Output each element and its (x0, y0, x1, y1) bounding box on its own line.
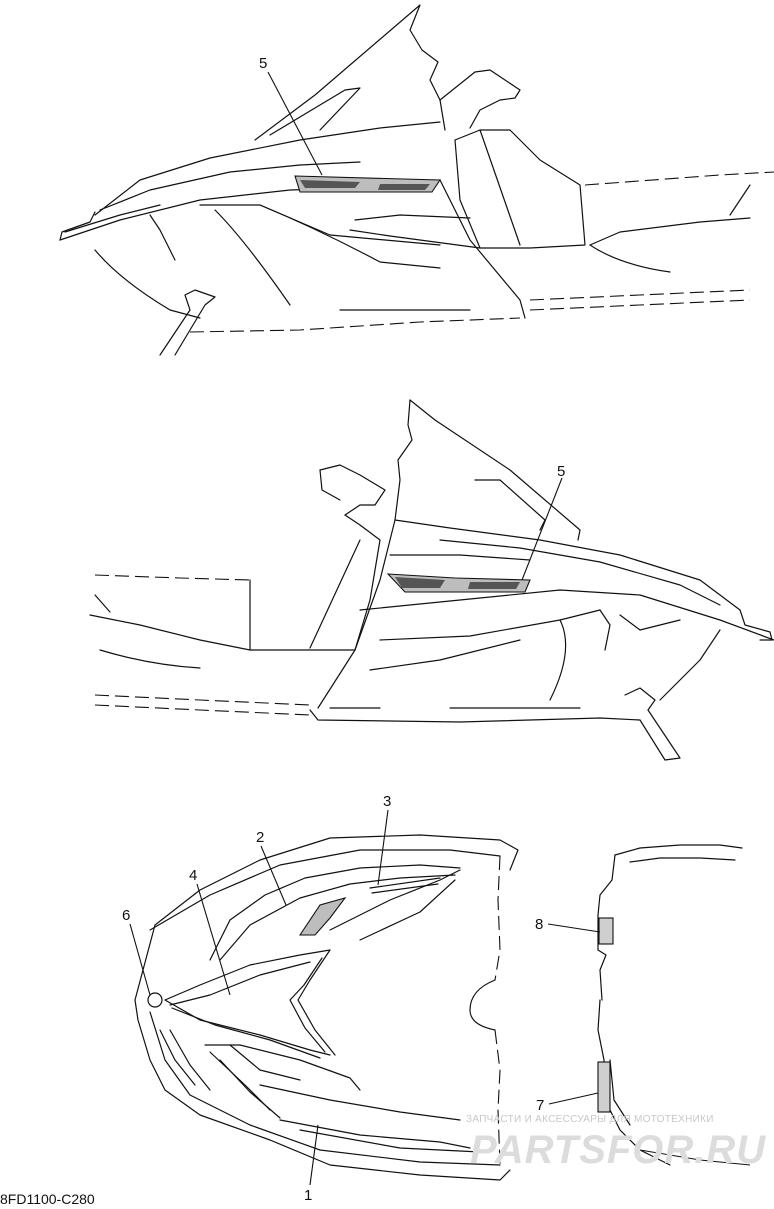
callout-5-left: 5 (259, 55, 267, 72)
watermark-tagline: ЗАПЧАСТИ И АКСЕССУАРЫ ДЛЯ МОТОТЕХНИКИ (466, 1114, 714, 1125)
callout-2: 2 (256, 829, 264, 846)
callout-8: 8 (535, 916, 543, 933)
emblem-6 (147, 992, 163, 1008)
decal-5-right (386, 573, 531, 593)
callout-4: 4 (189, 867, 197, 884)
right-side-view: 5 (89, 399, 774, 761)
callout-1: 1 (304, 1187, 312, 1204)
part-code: 8FD1100-C280 (0, 1191, 95, 1207)
front-hood-view: 2 3 4 6 1 (122, 793, 519, 1204)
callout-7: 7 (536, 1097, 544, 1114)
callout-3: 3 (383, 793, 391, 810)
label-7 (597, 1061, 611, 1113)
label-8 (598, 917, 614, 945)
callout-6: 6 (122, 907, 130, 924)
callout-5-right: 5 (557, 463, 565, 480)
tunnel-side-view: 8 7 (535, 844, 751, 1166)
left-side-view: 5 (59, 4, 774, 356)
watermark-site: PARTSFOR.RU (470, 1128, 767, 1172)
decal-5-left (294, 175, 442, 193)
